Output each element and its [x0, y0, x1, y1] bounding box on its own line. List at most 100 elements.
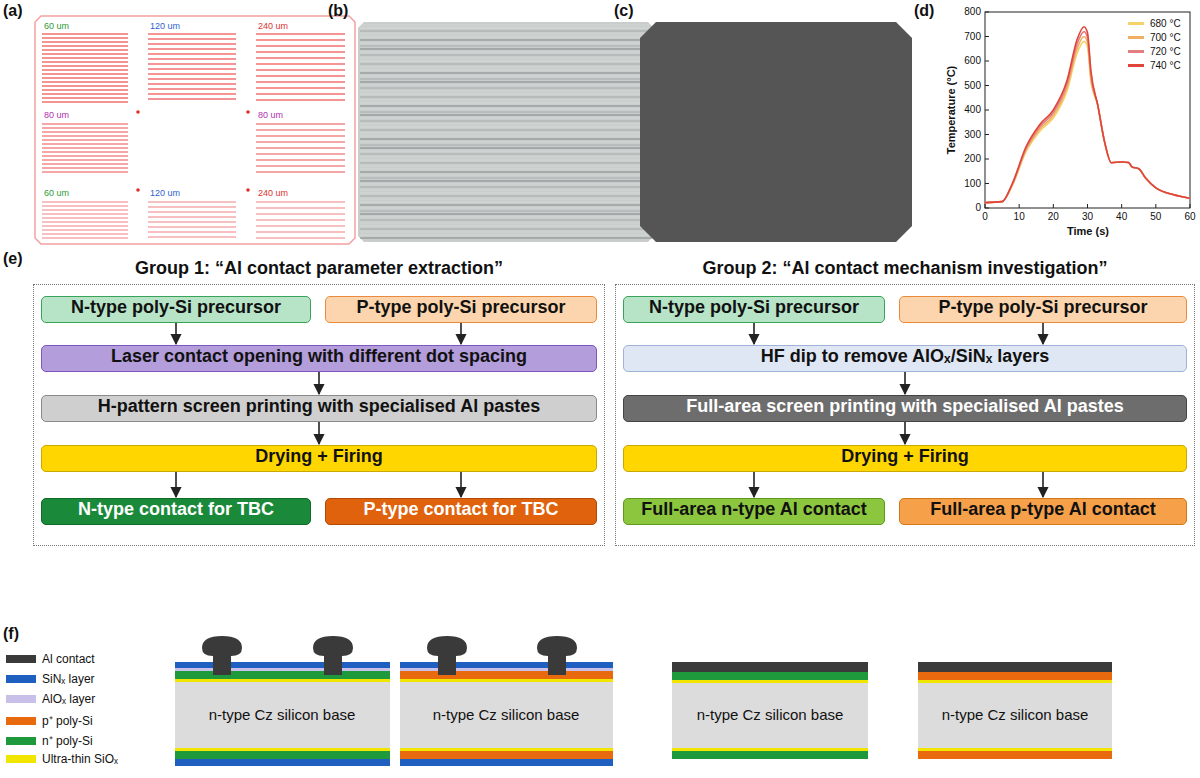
stripe	[360, 157, 652, 158]
stripe	[360, 217, 652, 218]
finger-line	[148, 206, 236, 207]
stripe	[360, 39, 652, 40]
finger-line	[148, 78, 236, 79]
stripe	[360, 175, 652, 176]
finger-line	[42, 163, 128, 164]
legend-text: SiNₓ layer	[42, 672, 95, 686]
finger-line	[42, 101, 128, 102]
alignment-dot	[136, 188, 140, 192]
layer-label: n-type Cz silicon base	[942, 706, 1089, 723]
legend-swatch	[1128, 64, 1144, 67]
stripe	[360, 145, 652, 146]
finger-line	[42, 131, 128, 132]
alignment-dot	[136, 110, 140, 114]
stripe	[360, 202, 652, 203]
legend-text: Al contact	[42, 652, 95, 666]
wafer-outline	[35, 16, 355, 244]
finger-line	[42, 201, 128, 202]
stripe	[360, 130, 652, 131]
stripe	[360, 37, 652, 38]
stripe	[360, 187, 652, 188]
tick-label: 0	[975, 202, 981, 214]
stripe	[360, 196, 652, 197]
finger-line	[148, 98, 236, 99]
layer-label: n-type Cz silicon base	[697, 706, 844, 723]
finger-line	[256, 39, 345, 40]
finger-line	[148, 83, 236, 84]
stripe	[360, 46, 652, 47]
silicon-base	[175, 682, 390, 748]
tick-label: 300	[964, 129, 981, 141]
alignment-dot	[246, 110, 250, 114]
legend-entry: Al contact	[6, 652, 95, 666]
panel-label: 120 um	[150, 188, 180, 198]
stripe	[360, 105, 652, 106]
p-poly-layer	[918, 751, 1112, 759]
finger-line	[42, 229, 128, 230]
p-poly-layer	[400, 671, 613, 679]
tick-label: 60	[1184, 211, 1195, 223]
legend-entry: 740 °C	[1128, 60, 1181, 71]
tick	[1155, 204, 1156, 208]
flow-arrow	[175, 323, 177, 344]
finger-line	[256, 159, 345, 160]
stripe	[360, 184, 652, 185]
finger-line	[42, 89, 128, 90]
process-box: Full-area screen printing with specialis…	[623, 395, 1187, 422]
finger-line	[42, 135, 128, 136]
finger-line	[256, 219, 345, 220]
n-poly-layer	[175, 671, 390, 679]
finger-line	[148, 226, 236, 227]
process-box: Laser contact opening with different dot…	[41, 345, 597, 372]
tick-label: 100	[964, 178, 981, 190]
sinx-layer	[400, 662, 613, 668]
panel-label: (a)	[3, 2, 23, 20]
finger-line	[42, 147, 128, 148]
stripe	[360, 72, 652, 73]
stripe	[360, 127, 652, 128]
finger-line	[42, 81, 128, 82]
tick	[1087, 204, 1088, 208]
sinx-layer	[400, 759, 613, 766]
full-area-wafer	[640, 22, 912, 242]
printed-wafer	[358, 22, 654, 242]
legend-entry: SiNₓ layer	[6, 672, 95, 686]
cross-section	[918, 662, 1112, 759]
box-text: Full-area screen printing with specialis…	[624, 396, 1186, 417]
n-poly-layer	[672, 672, 868, 680]
finger-line	[148, 216, 236, 217]
alignment-dot	[246, 188, 250, 192]
finger-line	[42, 225, 128, 226]
stripe	[360, 208, 652, 209]
panel-label: 80 um	[44, 110, 69, 120]
stripe	[360, 237, 652, 238]
finger-line	[42, 159, 128, 160]
stripe	[360, 28, 652, 29]
finger-line	[256, 225, 345, 226]
tick	[985, 134, 989, 135]
panel-label: 60 um	[44, 21, 69, 31]
tick	[985, 208, 989, 209]
finger-line	[256, 129, 345, 130]
finger-line	[42, 69, 128, 70]
finger-line	[42, 37, 128, 38]
legend-swatch	[6, 655, 36, 663]
legend-entry: 720 °C	[1128, 46, 1181, 57]
finger-line	[42, 49, 128, 50]
group-title: Group 1: “Al contact parameter extractio…	[33, 258, 605, 279]
tick	[985, 159, 989, 160]
finger-line	[148, 201, 236, 202]
process-box: P-type contact for TBC	[325, 498, 597, 525]
p-poly-layer	[918, 672, 1112, 680]
stripe	[360, 169, 652, 170]
finger-line	[42, 139, 128, 140]
legend-text: AlOₓ layer	[42, 692, 95, 706]
process-box: Drying + Firing	[41, 445, 597, 472]
flow-arrow	[1042, 472, 1044, 497]
finger-line	[256, 147, 345, 148]
finger-line	[42, 151, 128, 152]
alox-layer	[400, 668, 613, 671]
box-text: N-type poly-Si precursor	[42, 297, 310, 318]
finger-line	[148, 63, 236, 64]
